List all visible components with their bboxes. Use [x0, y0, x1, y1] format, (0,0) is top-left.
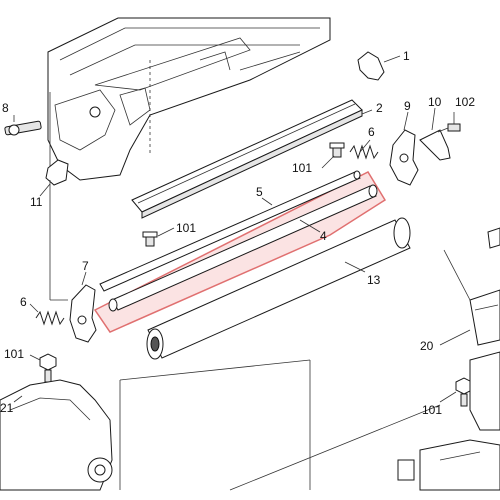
callout-101-top: 101: [292, 161, 312, 175]
part-13-roller: [146, 217, 411, 360]
callout-21: 21: [0, 401, 14, 415]
part-4-roller: [108, 184, 378, 312]
callout-2: 2: [376, 101, 383, 115]
part-7-bracket: [69, 284, 97, 343]
callout-11: 11: [30, 195, 43, 209]
part-101-screw-mid: [142, 231, 158, 247]
right-frame-assembly: [397, 227, 500, 491]
callout-101-bottom: 101: [422, 403, 442, 417]
part-102-screw: [437, 123, 461, 133]
callout-1: 1: [403, 49, 410, 63]
callout-5: 5: [256, 185, 263, 199]
callout-6-left: 6: [20, 295, 27, 309]
callout-6-right: 6: [368, 125, 375, 139]
callout-10: 10: [428, 95, 442, 109]
part-2-rail: [131, 99, 363, 219]
part-6-spring-right: [349, 144, 379, 160]
part-9-bracket: [389, 129, 419, 186]
callout-101-mid: 101: [176, 221, 196, 235]
callout-4: 4: [320, 229, 327, 243]
part-1-bracket: [357, 51, 385, 81]
part-11-clip: [45, 159, 69, 186]
callout-13: 13: [367, 273, 381, 287]
leader-lines: [13, 55, 471, 491]
upper-frame-assembly: [47, 17, 331, 181]
lower-frame-assembly: [0, 379, 113, 491]
callout-7: 7: [82, 259, 89, 273]
callout-101-left: 101: [4, 347, 24, 361]
callout-20: 20: [420, 339, 434, 353]
part-101-screw-top: [329, 142, 345, 158]
part-8-shaft: [4, 120, 42, 136]
callout-102: 102: [455, 95, 475, 109]
part-6-spring-left: [35, 310, 65, 326]
part-101-screw-left: [39, 353, 57, 383]
part-101-screw-bottom: [455, 377, 473, 407]
callout-9: 9: [404, 99, 411, 113]
part-10-lever: [419, 129, 451, 161]
callout-8: 8: [2, 101, 9, 115]
part-5-rod: [99, 170, 361, 292]
